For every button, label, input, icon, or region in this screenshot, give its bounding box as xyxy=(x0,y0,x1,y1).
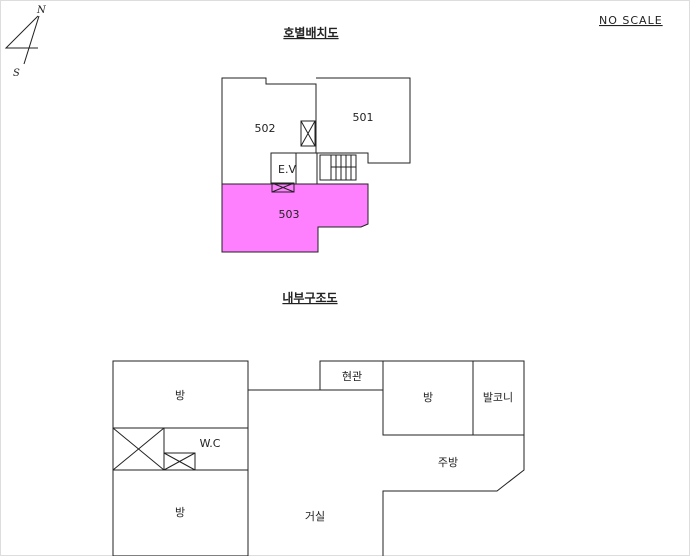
compass-icon xyxy=(4,15,40,65)
wc-fixture xyxy=(163,452,196,471)
living-label: 거실 xyxy=(305,510,325,523)
elevator-door xyxy=(271,182,295,193)
scale-note: NO SCALE xyxy=(599,14,663,27)
unit-503-label: 503 xyxy=(279,208,300,221)
room-right-label: 방 xyxy=(423,391,433,404)
room-top-left-label: 방 xyxy=(175,389,185,402)
floor-plan-title: 내부구조도 xyxy=(282,290,337,305)
compass-north: N xyxy=(36,5,47,16)
unit-plan xyxy=(221,77,411,253)
compass-south: S xyxy=(13,68,20,79)
unit-503 xyxy=(221,183,369,253)
wc-label: W.C xyxy=(200,437,221,450)
duct-shaft xyxy=(300,120,316,147)
unit-501-label: 501 xyxy=(353,111,374,124)
entrance-label: 현관 xyxy=(342,370,362,383)
elevator-label: E.V xyxy=(278,163,296,176)
kitchen-label: 주방 xyxy=(438,456,458,469)
balcony-box xyxy=(472,360,525,436)
unit-plan-title: 호별배치도 xyxy=(283,25,338,40)
balcony-label: 발코니 xyxy=(483,391,513,404)
unit-501 xyxy=(316,77,411,164)
room-bottom-left-label: 방 xyxy=(175,506,185,519)
storage-box xyxy=(112,427,165,471)
unit-502-label: 502 xyxy=(255,122,276,135)
